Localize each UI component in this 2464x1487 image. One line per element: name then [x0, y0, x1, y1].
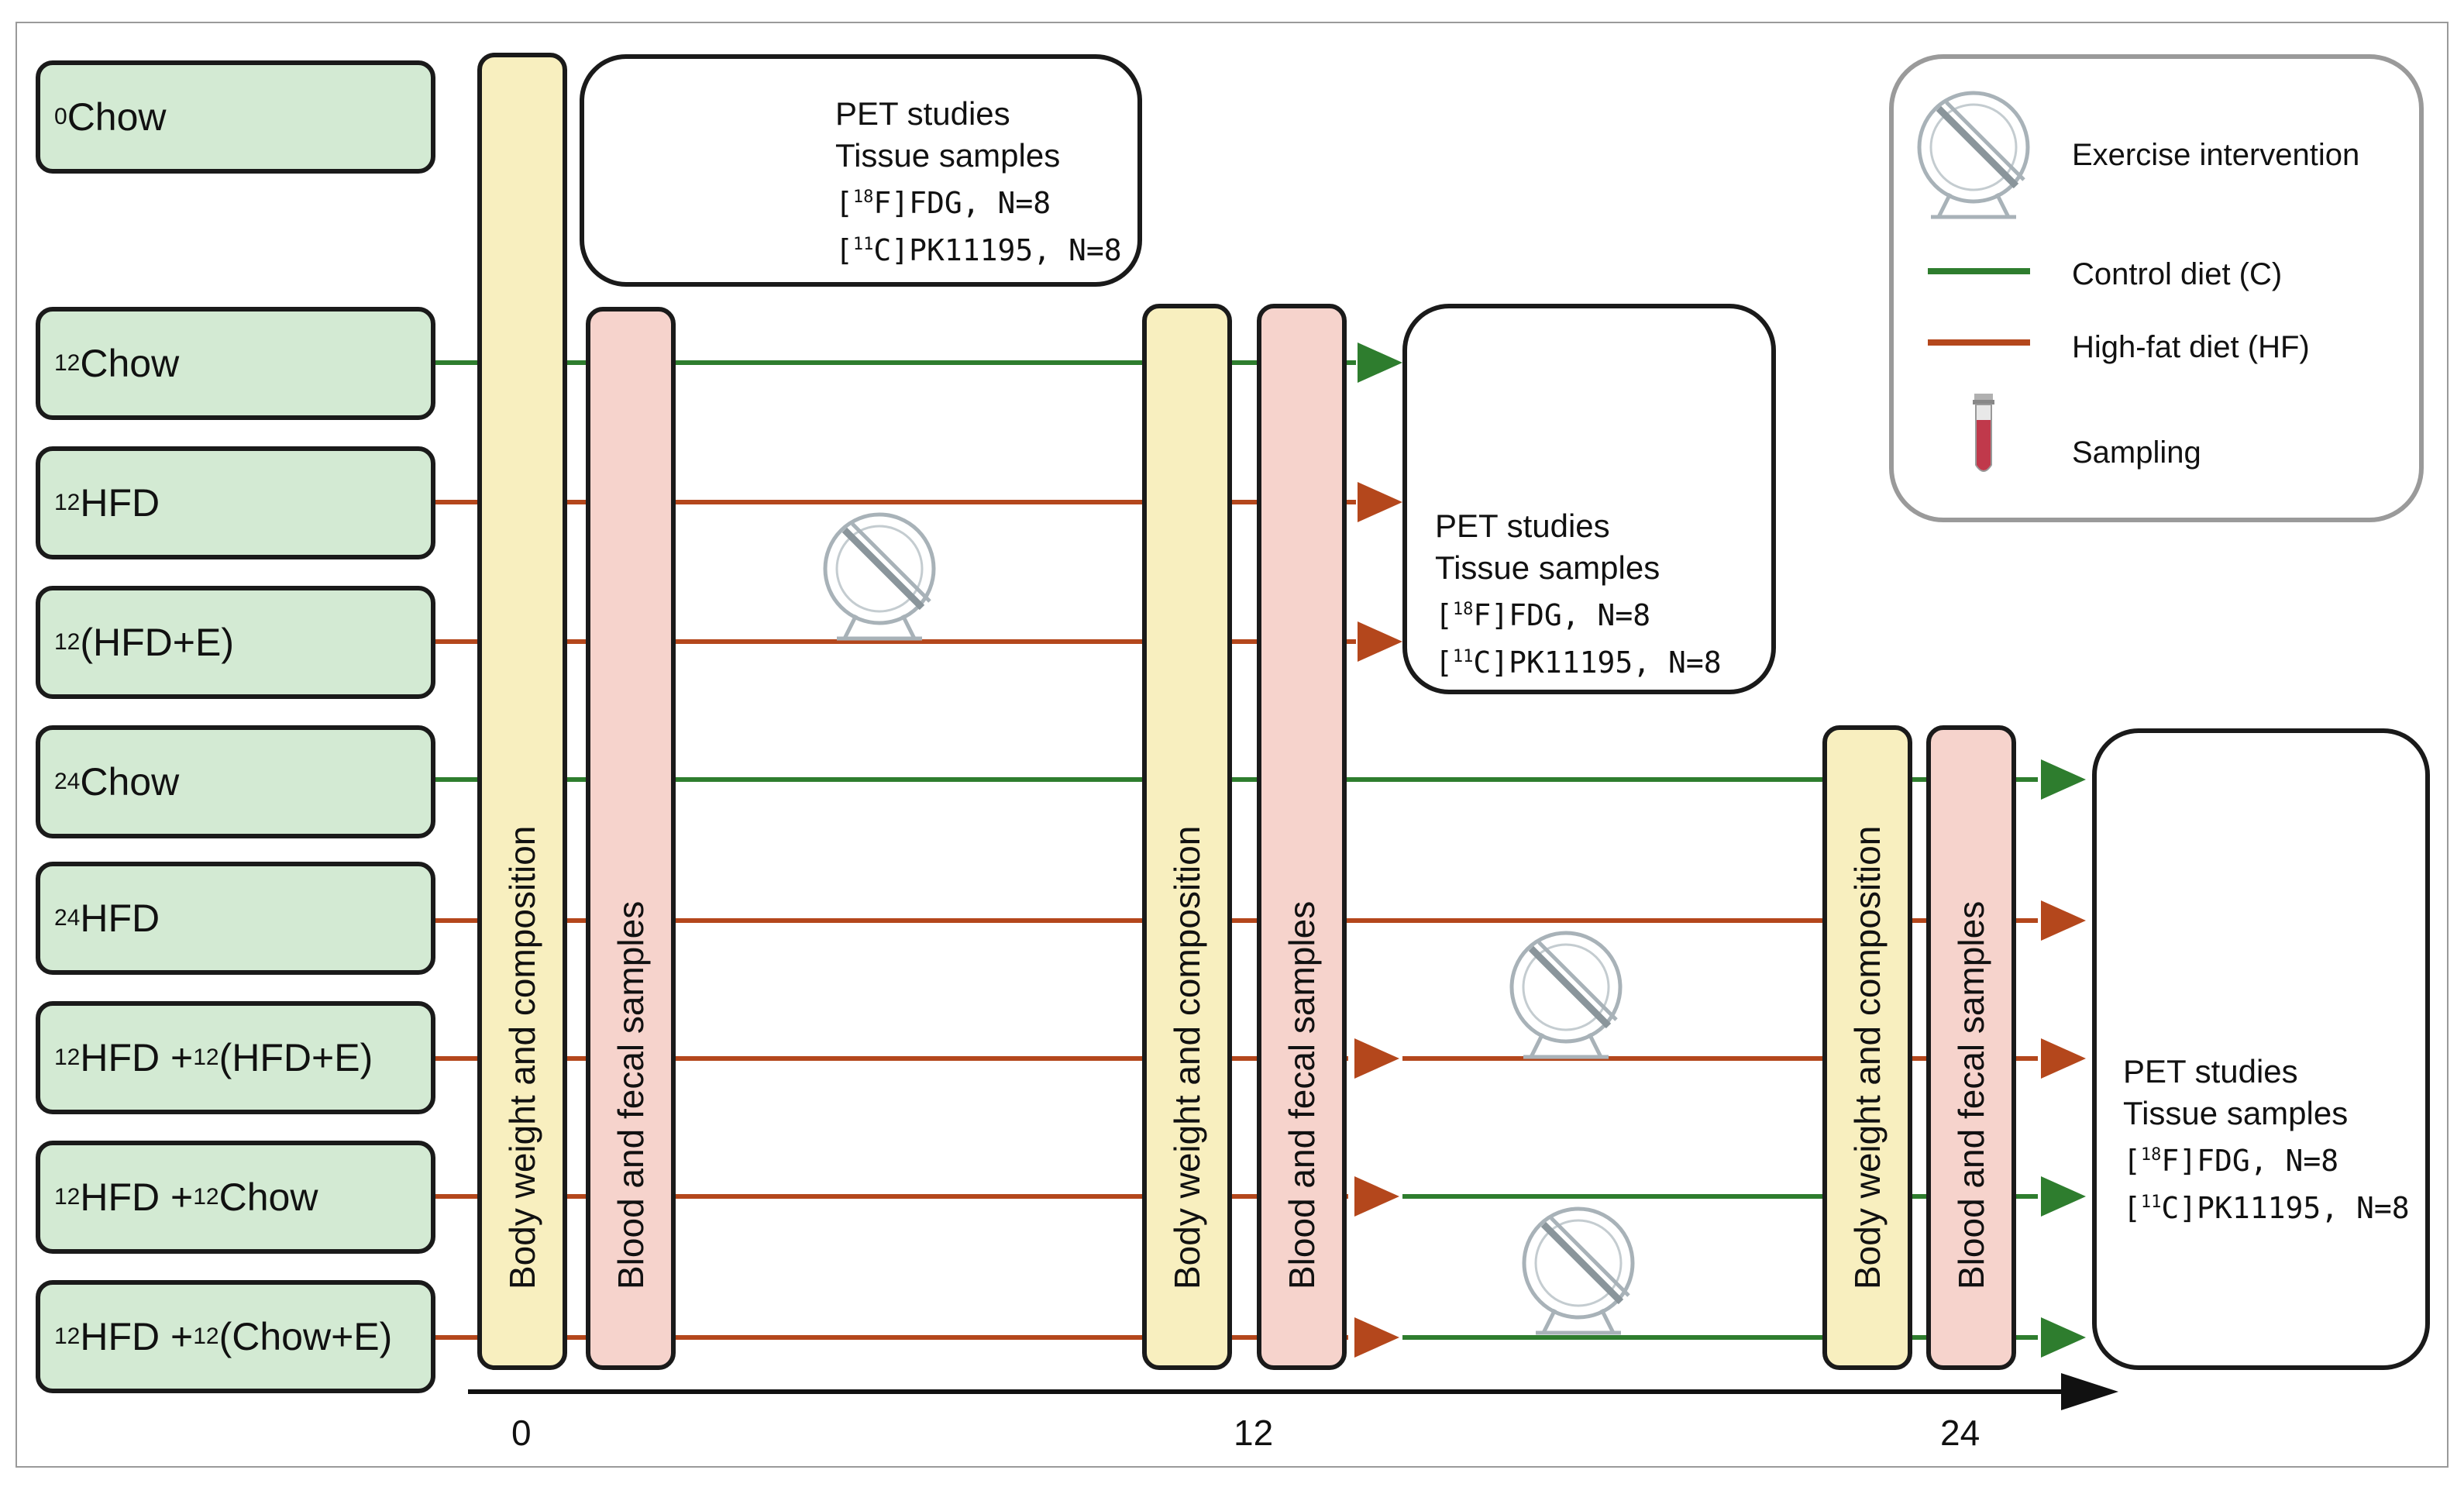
exercise-wheel-icon: [1919, 93, 2028, 217]
blood-fecal-label: Blood and fecal samples: [1282, 900, 1322, 1289]
body-weight-bar-24: Body weight and composition: [1822, 725, 1912, 1370]
flow-arrow-5-0: [1354, 1038, 1399, 1079]
pet-box-0: PET studies Tissue samples [18F]FDG, N=8…: [580, 54, 1142, 287]
exercise-wheel-icon: [1524, 1209, 1633, 1333]
body-weight-label: Body weight and composition: [502, 825, 542, 1289]
blood-fecal-label: Blood and fecal samples: [611, 900, 651, 1289]
flow-arrow-0-0: [1358, 342, 1402, 383]
body-weight-bar-12: Body weight and composition: [1142, 304, 1232, 1370]
flow-arrow-7-0: [1354, 1317, 1399, 1358]
pet-text: PET studies Tissue samples [18F]FDG, N=8…: [1435, 505, 1722, 683]
fdg-line: [18F]FDG, N=8: [1435, 598, 1651, 632]
exercise-wheel-icon: [1512, 933, 1620, 1057]
blood-tube-icon: [1972, 393, 1995, 472]
flow-arrow-7-1: [2041, 1317, 2086, 1358]
pet-studies-label: PET studies: [2123, 1053, 2298, 1089]
fdg-line: [18F]FDG, N=8: [2123, 1144, 2339, 1178]
tick-24: 24: [1940, 1413, 1980, 1453]
pk-line: [11C]PK11195, N=8: [2123, 1191, 2410, 1225]
pet-text: PET studies Tissue samples [18F]FDG, N=8…: [2123, 1051, 2410, 1229]
group-label-3: 12(HFD+E): [36, 586, 435, 699]
flow-arrow-1-0: [1358, 482, 1402, 522]
pet-box-24: PET studies Tissue samples [18F]FDG, N=8…: [2092, 728, 2430, 1370]
tissue-samples-label: Tissue samples: [1435, 549, 1660, 586]
pet-studies-label: PET studies: [1435, 508, 1610, 544]
legend-exercise: Exercise intervention: [2072, 138, 2360, 172]
legend-sampling: Sampling: [2072, 435, 2201, 470]
blood-fecal-bar-12: Blood and fecal samples: [1257, 304, 1347, 1370]
blood-fecal-bar-0: Blood and fecal samples: [586, 307, 676, 1370]
pet-studies-label: PET studies: [835, 95, 1010, 132]
legend-highfat: High-fat diet (HF): [2072, 330, 2310, 364]
tick-0: 0: [511, 1413, 532, 1453]
flow-arrow-5-1: [2041, 1038, 2086, 1079]
pk-line: [11C]PK11195, N=8: [835, 233, 1122, 267]
pet-text: PET studies Tissue samples [18F]FDG, N=8…: [835, 93, 1122, 271]
legend-control: Control diet (C): [2072, 257, 2283, 291]
exercise-wheel-icon: [825, 515, 934, 639]
body-weight-bar-0: Body weight and composition: [477, 53, 567, 1370]
figure-frame: [15, 22, 2449, 1468]
time-axis-arrow: [2061, 1373, 2118, 1410]
tick-12: 12: [1234, 1413, 1274, 1453]
blood-fecal-bar-24: Blood and fecal samples: [1926, 725, 2016, 1370]
blood-fecal-label: Blood and fecal samples: [1951, 900, 1991, 1289]
flow-arrow-4-0: [2041, 900, 2086, 941]
tissue-samples-label: Tissue samples: [2123, 1095, 2349, 1131]
pet-box-12: PET studies Tissue samples [18F]FDG, N=8…: [1402, 304, 1776, 694]
fdg-line: [18F]FDG, N=8: [835, 186, 1051, 220]
flow-arrow-3-0: [2041, 759, 2086, 800]
body-weight-label: Body weight and composition: [1167, 825, 1207, 1289]
flow-arrow-2-0: [1358, 621, 1402, 662]
body-weight-label: Body weight and composition: [1847, 825, 1888, 1289]
pk-line: [11C]PK11195, N=8: [1435, 645, 1722, 680]
flow-arrow-6-1: [2041, 1176, 2086, 1217]
tissue-samples-label: Tissue samples: [835, 137, 1061, 174]
flow-arrow-6-0: [1354, 1176, 1399, 1217]
